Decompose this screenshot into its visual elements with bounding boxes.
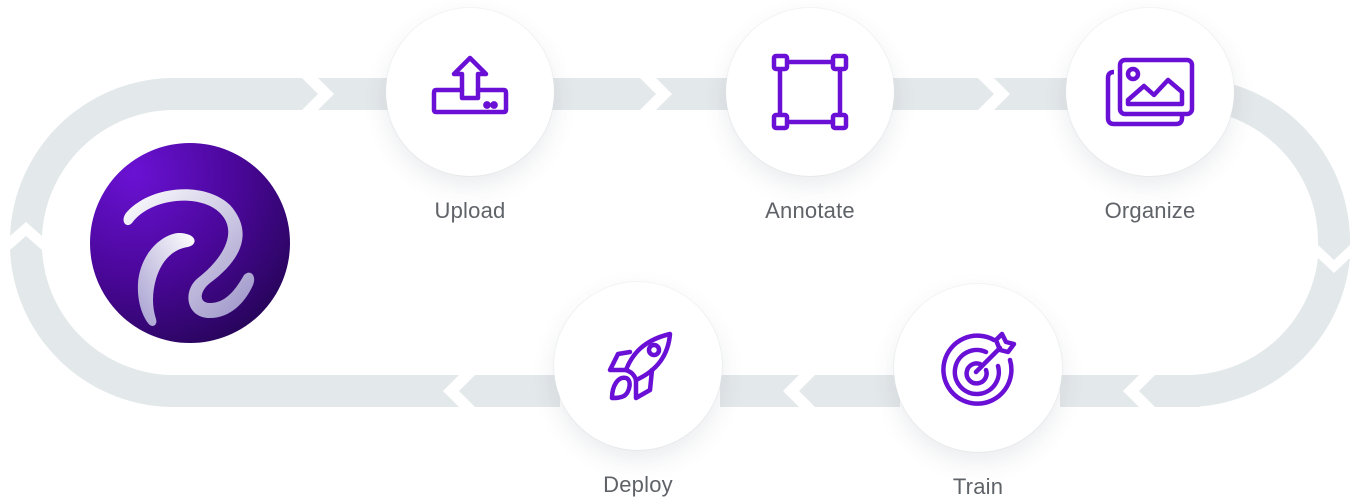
target-icon [941, 331, 1017, 406]
swirl-logo-icon [123, 189, 255, 326]
step-circle [894, 284, 1062, 452]
step-circle [726, 8, 894, 176]
rocket-icon [607, 331, 673, 401]
upload-icon [431, 55, 509, 115]
step-organize: Organize [1066, 8, 1234, 224]
step-label: Upload [434, 198, 506, 223]
step-annotate: Annotate [726, 8, 894, 224]
brand-logo [90, 143, 290, 343]
step-train: Train [894, 284, 1062, 500]
step-deploy: Deploy [554, 282, 722, 498]
bounding-box-icon [771, 53, 849, 131]
step-circle [1066, 8, 1234, 176]
image-gallery-icon [1105, 57, 1195, 127]
step-circle [554, 282, 722, 450]
step-circle [386, 8, 554, 176]
step-label: Deploy [603, 472, 673, 497]
step-label: Annotate [765, 198, 855, 223]
step-upload: Upload [386, 8, 554, 224]
step-label: Organize [1104, 198, 1196, 223]
step-label: Train [952, 474, 1004, 499]
